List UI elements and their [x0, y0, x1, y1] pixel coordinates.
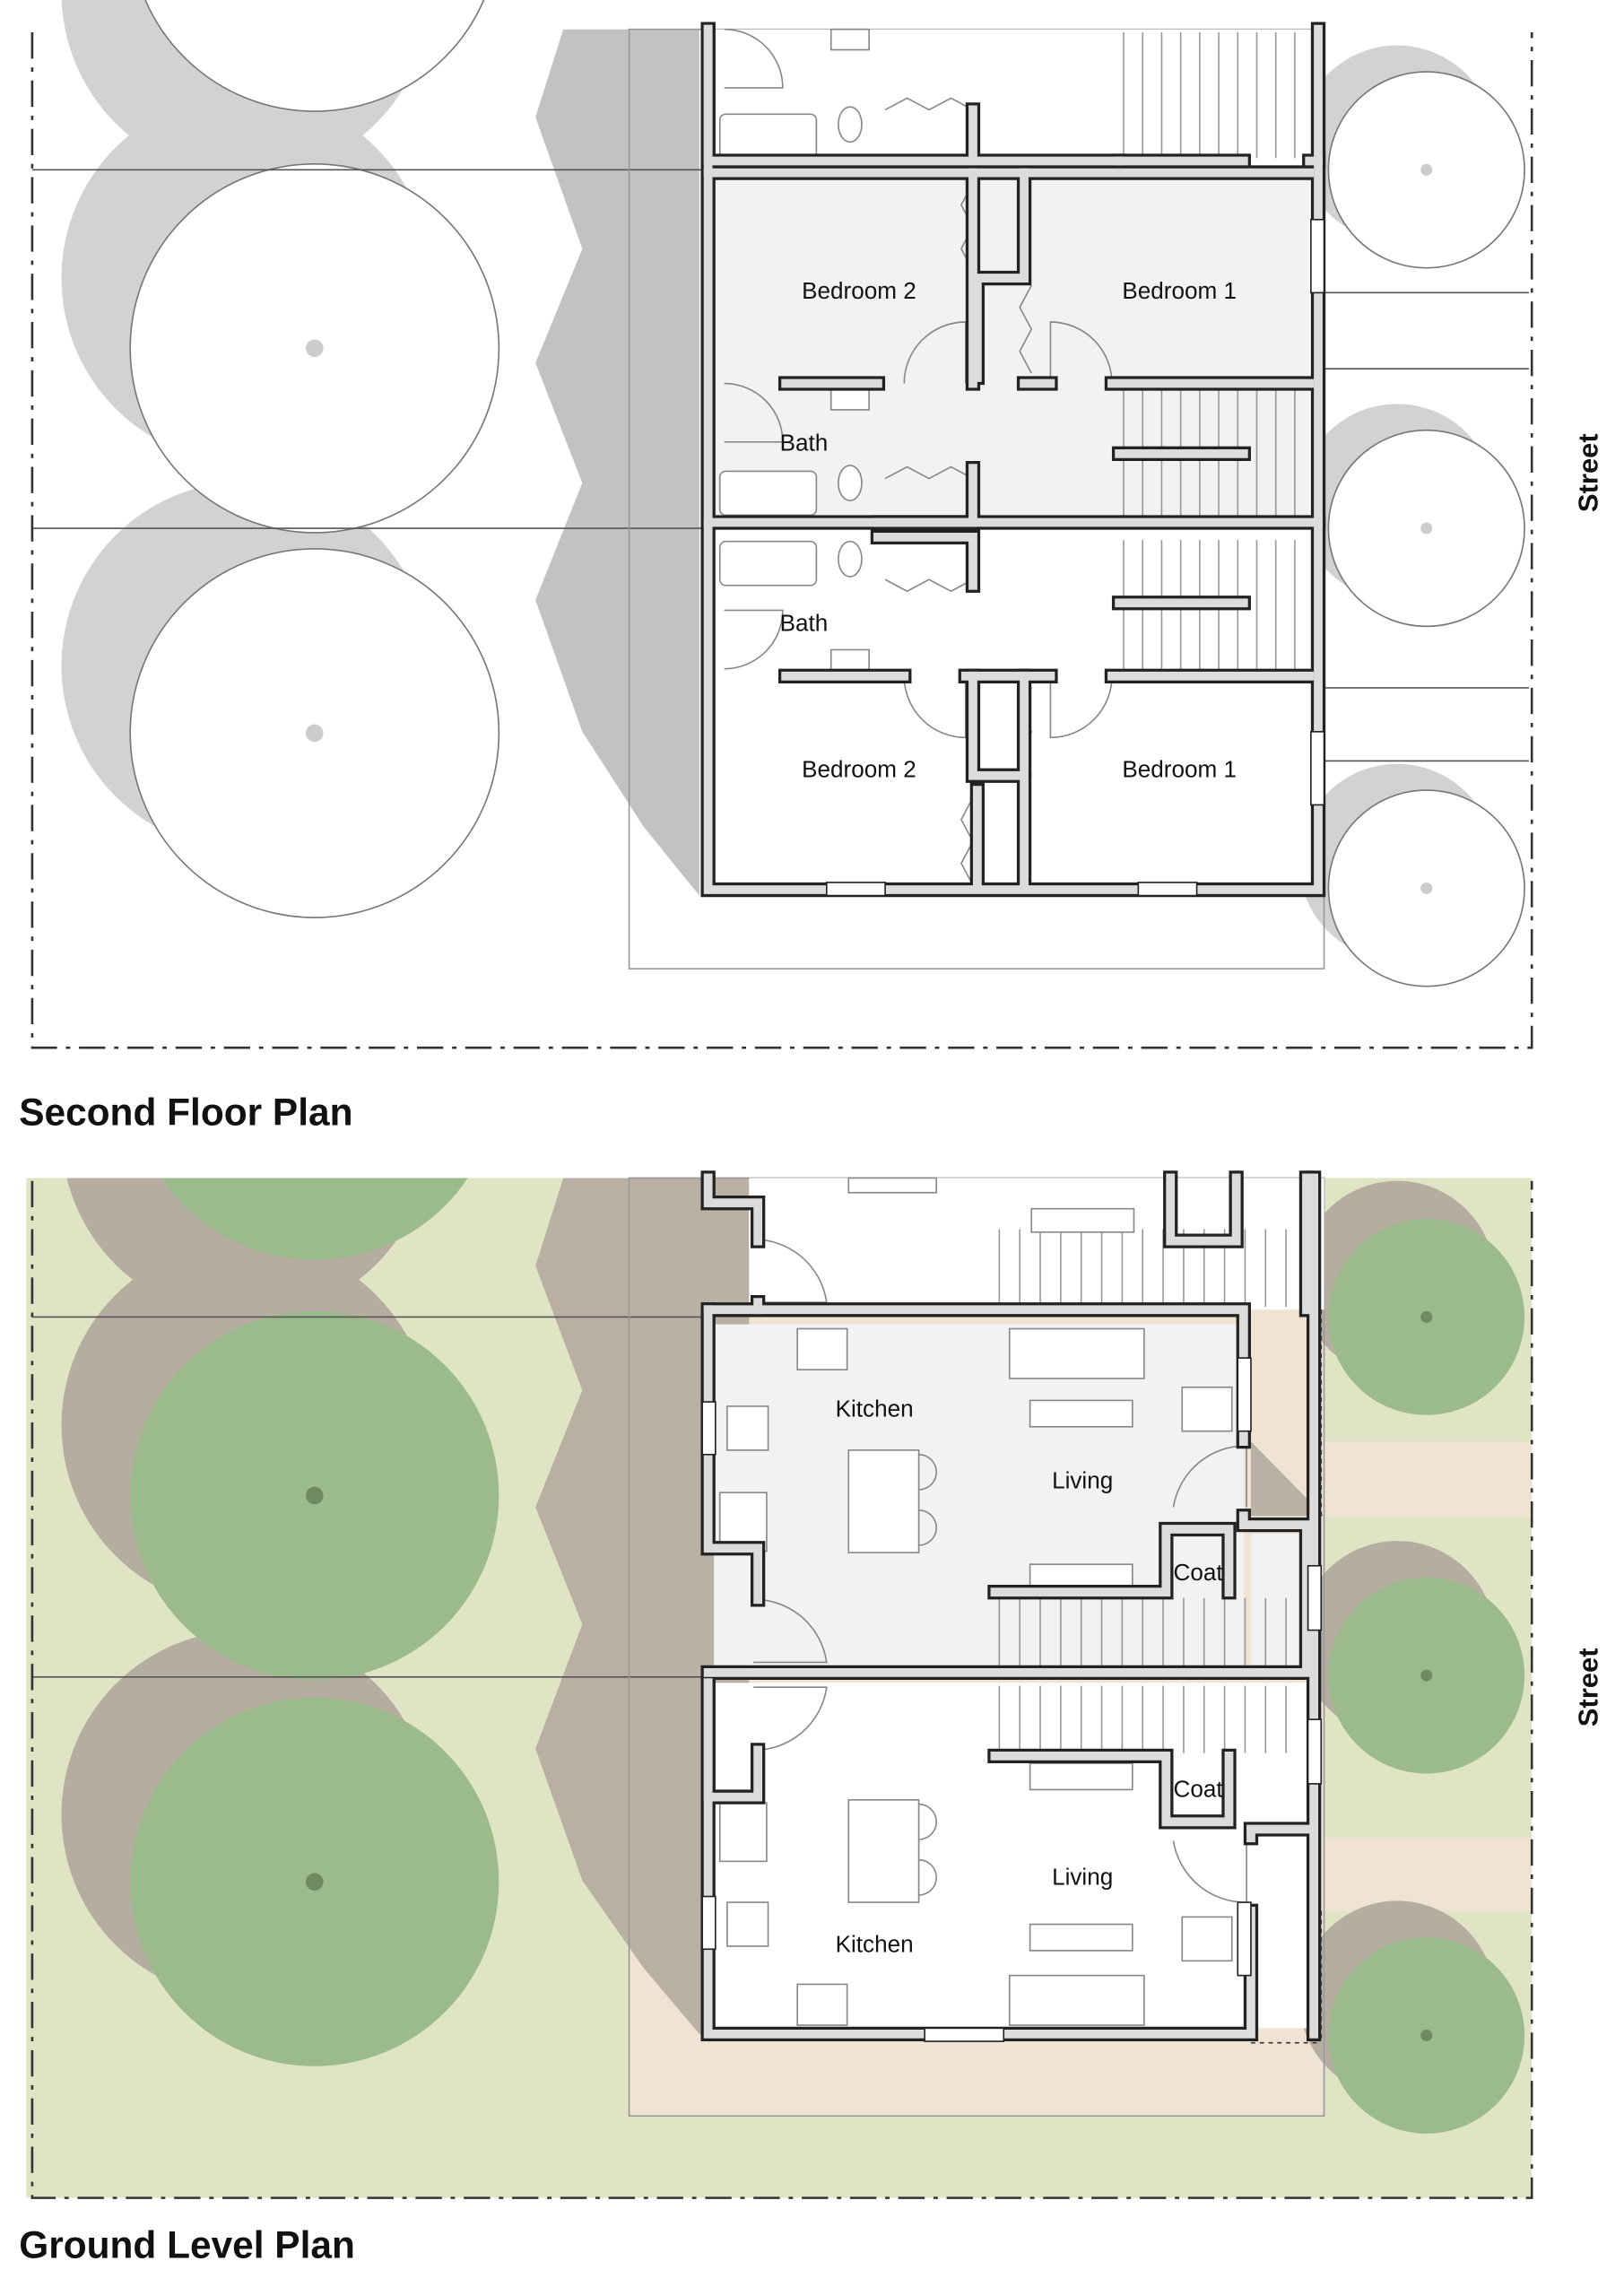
door-swings	[753, 1239, 1247, 1903]
room-label: Coat	[1173, 1559, 1223, 1586]
walls	[700, 22, 1326, 898]
furniture	[718, 1177, 1233, 2026]
room-label: Bedroom 2	[802, 277, 916, 304]
room-label: Bedroom 2	[802, 755, 916, 782]
room-label: Bedroom 1	[1122, 755, 1237, 782]
room-label: Kitchen	[836, 1395, 914, 1422]
plan-title: Ground Level Plan	[19, 2224, 355, 2266]
room-label: Bedroom 1	[1122, 277, 1237, 304]
lot-lines	[31, 169, 1529, 762]
property-boundary	[30, 31, 1533, 1049]
street-label: Street	[1573, 433, 1604, 512]
porch-lines	[1250, 1309, 1323, 2044]
room-label: Bath	[780, 430, 829, 457]
street-label: Street	[1573, 1648, 1604, 1726]
lot-lines	[31, 1316, 703, 1678]
tree-trunks	[305, 1310, 1433, 2042]
room-label: Living	[1052, 1466, 1113, 1493]
tree-trunks	[305, 163, 1433, 894]
windows	[701, 1357, 1323, 2042]
building-shadow	[535, 29, 699, 896]
room-label: Bath	[780, 609, 829, 636]
trees	[129, 0, 1525, 987]
room-label: Kitchen	[836, 1931, 914, 1958]
second-floor-plan: Bedroom 2 Bedroom 1 Bath Bath Bedroom 2 …	[30, 0, 1604, 1049]
windows	[825, 218, 1325, 897]
property-boundary	[30, 1180, 1533, 2199]
room-label: Coat	[1173, 1776, 1223, 1803]
building-shadow	[535, 1178, 750, 2034]
room-label: Living	[1052, 1863, 1113, 1890]
ground-level-plan: Kitchen Living Coat Coat Living Kitchen …	[19, 1170, 1604, 2266]
plan-title: Second Floor Plan	[19, 1091, 352, 1134]
